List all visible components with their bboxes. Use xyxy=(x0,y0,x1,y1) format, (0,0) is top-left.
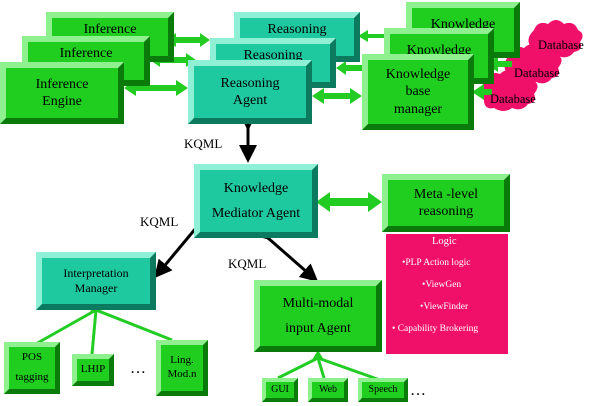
meta-logic-item: •ViewFinder xyxy=(420,302,469,312)
reasoning-agent-box: Reasoning Agent xyxy=(188,60,312,124)
lhip-box: LHIP xyxy=(72,354,114,386)
arrow-interp-pos xyxy=(33,308,97,347)
pos-tagging-box: POS tagging xyxy=(4,342,60,394)
arrow-multi-web xyxy=(316,357,326,379)
web-label: Web xyxy=(318,383,338,395)
speech-label: Speech xyxy=(368,383,398,395)
meta-level-reasoning-box: Meta -level reasoning xyxy=(382,174,510,232)
meta-label-2: reasoning xyxy=(418,204,474,219)
gui-box: GUI xyxy=(262,378,298,402)
multimodal-label-1: Multi-modal xyxy=(282,295,354,311)
multimodal-input-agent-box: Multi-modal input Agent xyxy=(254,280,382,352)
lhip-label: LHIP xyxy=(80,363,106,376)
interp-more-ellipsis: … xyxy=(130,360,146,377)
knowledge-mediator-agent-box: Knowledge Mediator Agent xyxy=(194,164,318,238)
green-arrows xyxy=(33,30,512,382)
kb-manager-box: Knowledge base manager xyxy=(362,54,474,130)
kb-manager-label-1: Knowledge xyxy=(385,66,451,82)
kqml-label-3: KQML xyxy=(228,256,267,271)
multimodal-label-2: input Agent xyxy=(285,321,351,336)
ling-label-1: Ling. xyxy=(170,354,194,367)
kb-manager-label-2: base xyxy=(405,84,431,100)
inference-back1-label: Inference xyxy=(59,46,113,61)
web-box: Web xyxy=(308,378,348,402)
arrow-mediator-meta xyxy=(316,192,382,212)
kqml-label-1: KQML xyxy=(184,136,223,151)
input-more-ellipsis: … xyxy=(410,382,426,399)
arrow-interp-lhip xyxy=(90,309,98,355)
inference-engine-box: Inference Engine xyxy=(0,62,124,124)
meta-logic-item: •ViewGen xyxy=(422,280,462,290)
meta-logic-item: • Capability Brokering xyxy=(392,324,479,334)
arrow-multi-speech xyxy=(317,356,381,382)
meta-label-1: Meta -level xyxy=(413,186,479,202)
interpretation-manager-box: Interpretation Manager xyxy=(36,252,156,310)
arrow-inference-reasoning-back xyxy=(166,33,210,47)
arrow-kb-database xyxy=(472,84,492,100)
mediator-label-1: Knowledge xyxy=(223,180,289,196)
meta-logic-item: •PLP Action logic xyxy=(402,258,471,268)
arrow-reasoning-kb xyxy=(312,88,362,104)
ling-mod-box: Ling. Mod.n xyxy=(156,340,208,396)
inference-engine-label-1: Inference xyxy=(35,76,89,92)
meta-logic-panel: Logic •PLP Action logic •ViewGen •ViewFi… xyxy=(386,234,508,354)
interpretation-label-2: Manager xyxy=(74,281,118,295)
inference-engine-label-2: Engine xyxy=(42,94,82,109)
kb-manager-label-3: manager xyxy=(393,101,443,117)
reasoning-back2-label: Reasoning xyxy=(267,22,327,37)
gui-label: GUI xyxy=(271,383,289,395)
mediator-label-2: Mediator Agent xyxy=(211,206,301,221)
kqml-arrow-mediator-multimodal xyxy=(250,221,319,282)
database-label-front: Database xyxy=(490,92,536,106)
kqml-label-2: KQML xyxy=(140,214,179,229)
reasoning-agent-label-1: Reasoning xyxy=(220,75,280,91)
reasoning-agent-label-2: Agent xyxy=(232,93,268,108)
arrow-multi-gui xyxy=(277,356,319,380)
arrow-interp-ling xyxy=(95,308,173,342)
reasoning-back1-label: Reasoning xyxy=(243,48,303,63)
interpretation-label-1: Interpretation xyxy=(63,266,129,280)
kqml-arrow-mediator-interpretation xyxy=(154,210,213,279)
inference-back2-label: Inference xyxy=(83,22,137,37)
database-label-back2: Database xyxy=(538,38,584,52)
speech-box: Speech xyxy=(358,378,408,402)
pos-label-1: POS xyxy=(21,351,43,364)
ling-label-2: Mod.n xyxy=(167,368,197,380)
meta-logic-heading: Logic xyxy=(432,236,457,247)
kqml-arrows xyxy=(154,113,319,282)
database-cloud-front xyxy=(480,70,538,111)
database-label-back1: Database xyxy=(514,66,560,80)
pos-label-2: tagging xyxy=(15,371,49,383)
arrow-inference-reasoning xyxy=(124,80,188,96)
